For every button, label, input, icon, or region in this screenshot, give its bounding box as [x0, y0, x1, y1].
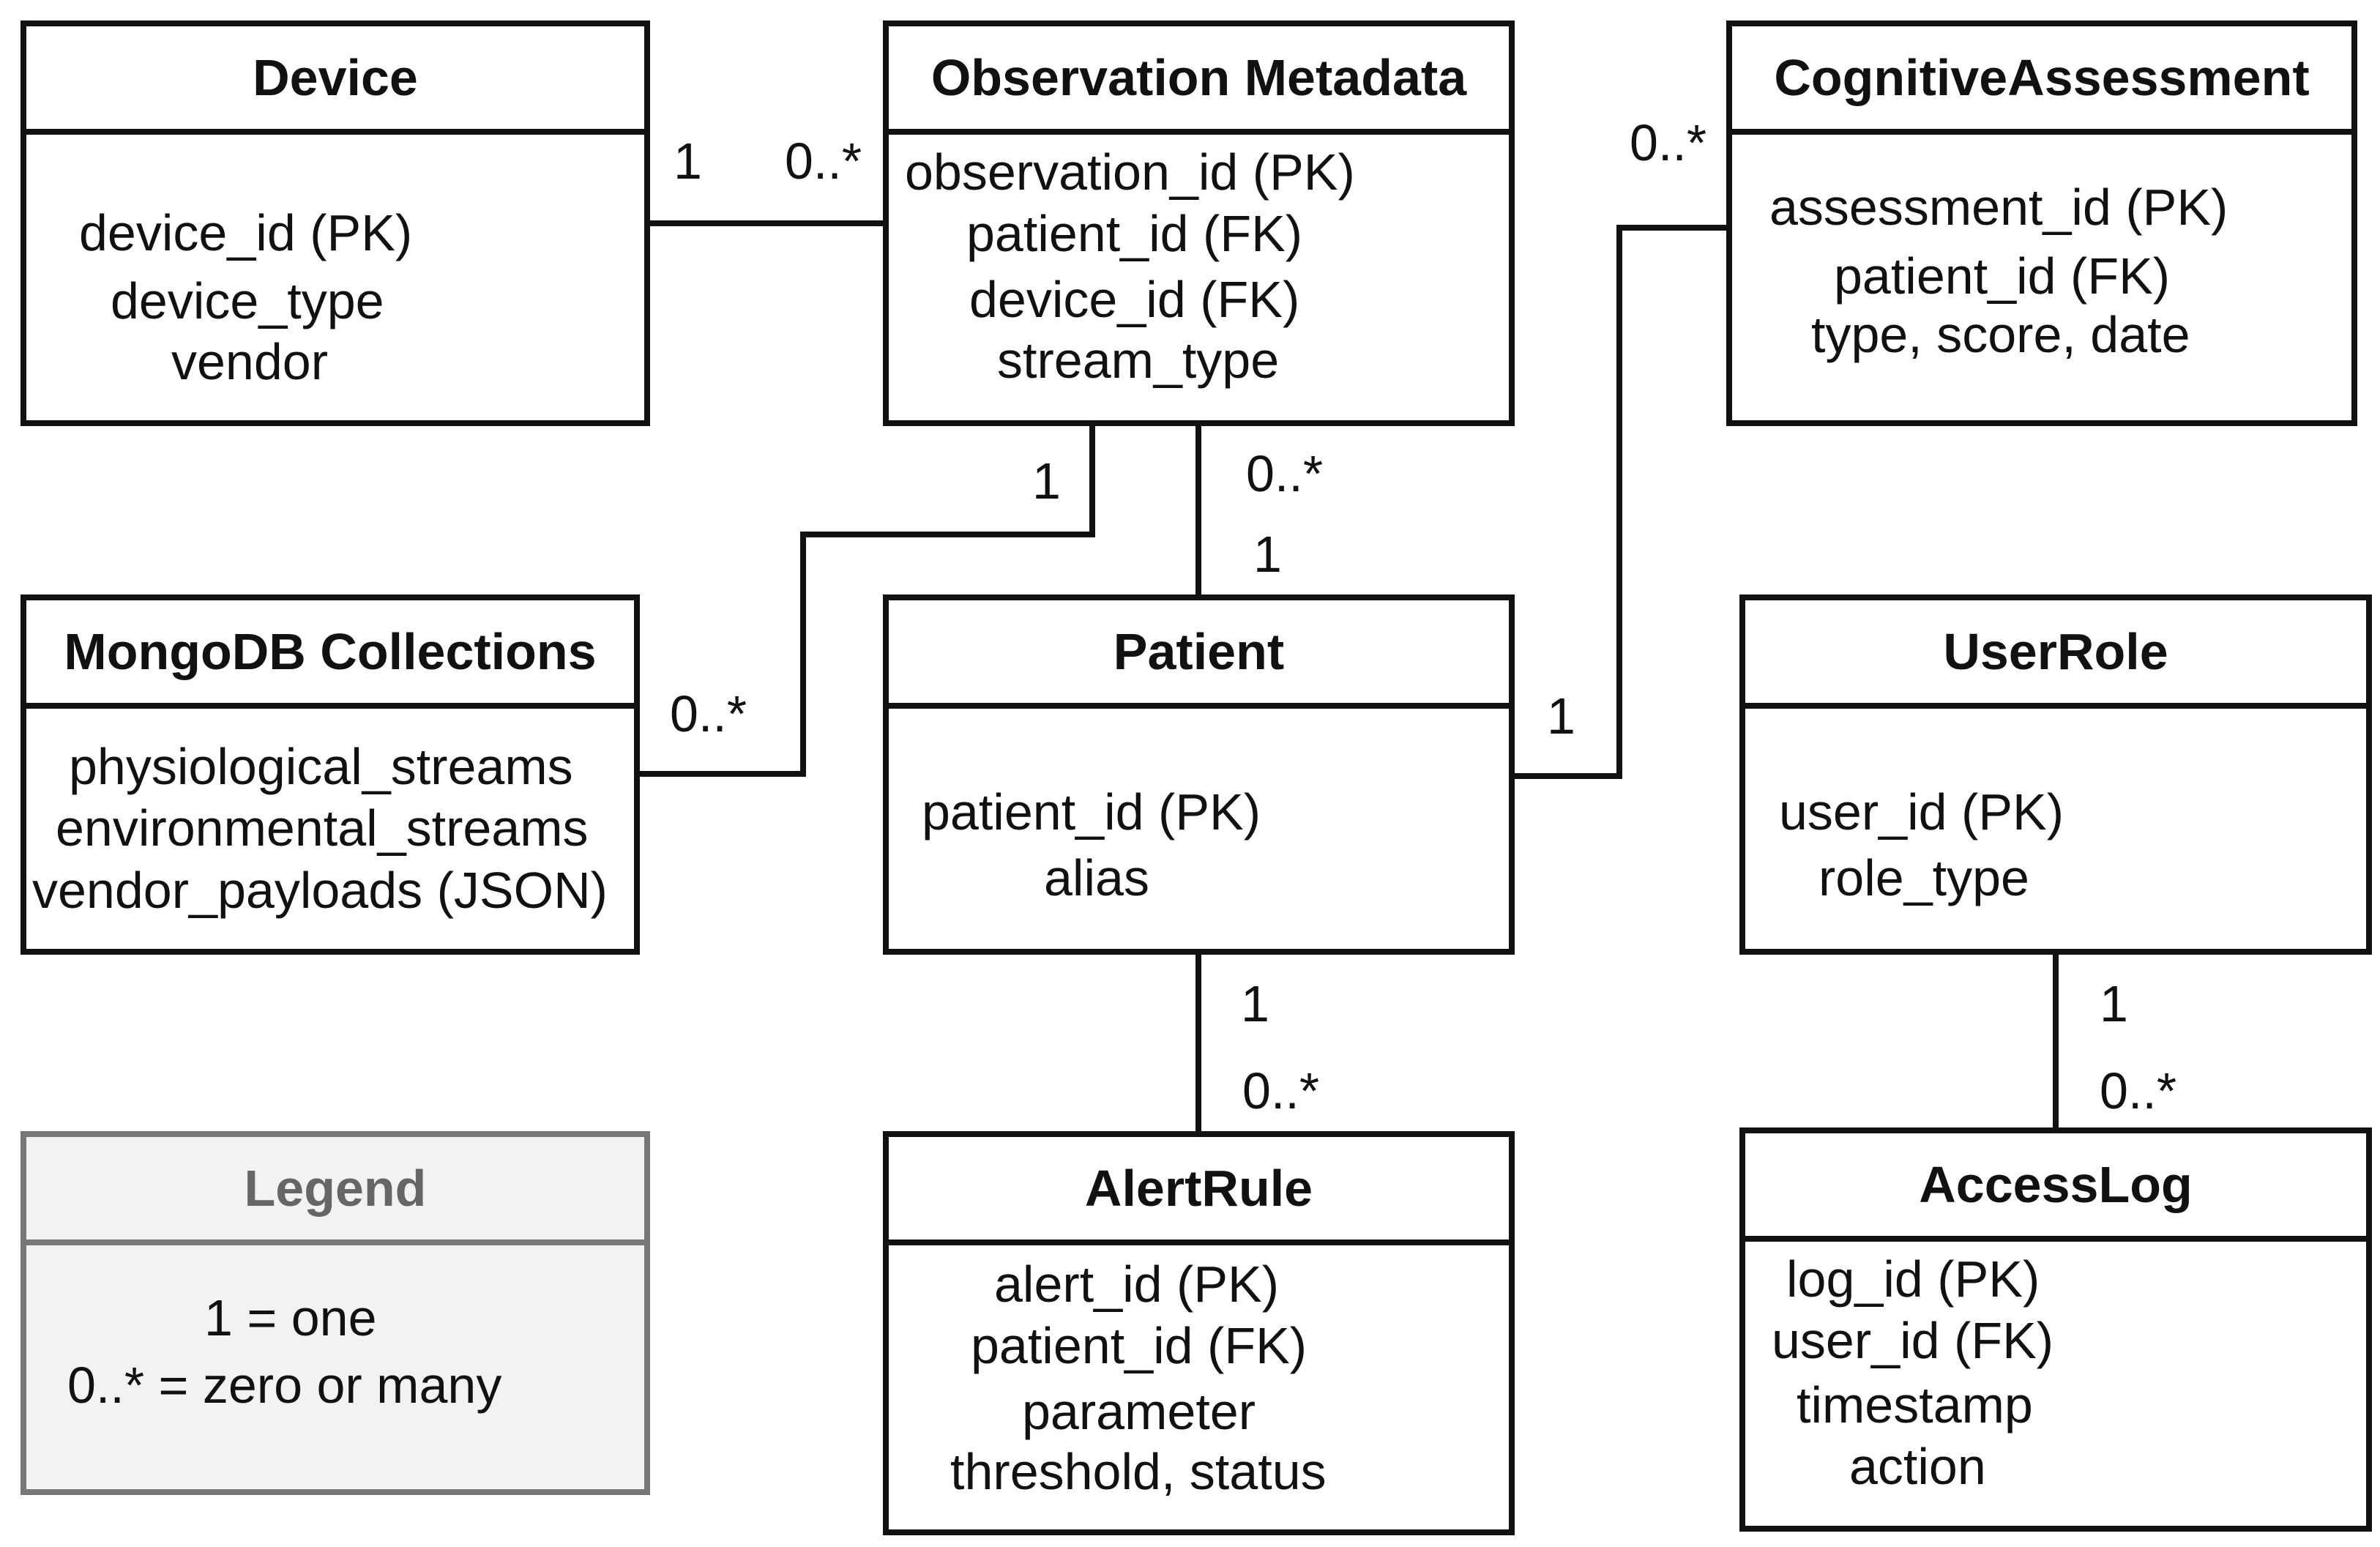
multiplicity-cognitive-side: 0..*: [1630, 114, 1707, 171]
attribute: device_id (FK): [969, 271, 1300, 328]
attribute: environmental_streams: [56, 799, 589, 857]
multiplicity-observation-side: 0..*: [1246, 445, 1324, 502]
entity-title: Device: [26, 26, 644, 135]
entity-title: Patient: [889, 600, 1509, 709]
attribute: type, score, date: [1811, 306, 2190, 363]
entity-observation-metadata[interactable]: Observation Metadata observation_id (PK)…: [883, 20, 1515, 426]
attribute: device_type: [111, 272, 384, 329]
attribute: device_id (PK): [79, 204, 413, 261]
multiplicity-observation-side: 1: [1032, 452, 1061, 510]
legend-title: Legend: [26, 1137, 644, 1245]
attribute: threshold, status: [950, 1443, 1327, 1500]
entity-title: Observation Metadata: [889, 26, 1509, 135]
entity-title: AlertRule: [889, 1137, 1509, 1245]
multiplicity-accesslog-side: 0..*: [2100, 1062, 2177, 1119]
entity-patient[interactable]: Patient patient_id (PK) alias: [883, 594, 1515, 955]
multiplicity-userrole-side: 1: [2100, 975, 2128, 1032]
link-observation-mongo: [637, 426, 1095, 777]
attribute: observation_id (PK): [905, 143, 1355, 201]
attribute: vendor: [171, 333, 329, 390]
attribute: timestamp: [1797, 1376, 2033, 1434]
multiplicity-observation-side: 0..*: [785, 133, 862, 190]
attribute: user_id (FK): [1772, 1312, 2054, 1369]
multiplicity-patient-side: 1: [1547, 687, 1575, 745]
multiplicity-patient-side: 1: [1241, 975, 1269, 1032]
attribute: alias: [1044, 849, 1149, 906]
legend-entry: 1 = one: [204, 1289, 377, 1346]
entity-title: CognitiveAssessment: [1732, 26, 2351, 135]
entity-userrole[interactable]: UserRole user_id (PK) role_type: [1739, 594, 2372, 955]
legend-box: Legend 1 = one 0..* = zero or many: [20, 1131, 650, 1495]
attribute: assessment_id (PK): [1769, 179, 2228, 236]
attribute: action: [1849, 1438, 1986, 1495]
attribute: physiological_streams: [69, 738, 573, 795]
entity-mongodb-collections[interactable]: MongoDB Collections physiological_stream…: [20, 594, 640, 955]
entity-title: AccessLog: [1745, 1133, 2366, 1242]
attribute: patient_id (FK): [966, 205, 1303, 262]
attribute: parameter: [1022, 1383, 1256, 1440]
attribute: role_type: [1818, 849, 2029, 906]
entity-accesslog[interactable]: AccessLog log_id (PK) user_id (FK) times…: [1739, 1127, 2372, 1532]
legend-entry: 0..* = zero or many: [67, 1357, 502, 1414]
entity-title: MongoDB Collections: [26, 600, 634, 709]
attribute: vendor_payloads (JSON): [32, 862, 608, 919]
multiplicity-device-side: 1: [674, 133, 702, 190]
entity-device[interactable]: Device device_id (PK) device_type vendor: [20, 20, 650, 426]
entity-title: UserRole: [1745, 600, 2366, 709]
link-patient-cognitive: [1513, 225, 1728, 779]
attribute: patient_id (FK): [971, 1317, 1307, 1374]
attribute: stream_type: [997, 332, 1280, 389]
multiplicity-patient-side: 1: [1253, 526, 1282, 583]
attribute: patient_id (FK): [1834, 247, 2171, 305]
multiplicity-alertrule-side: 0..*: [1242, 1062, 1320, 1119]
attribute: patient_id (PK): [922, 783, 1261, 840]
entity-cognitive-assessment[interactable]: CognitiveAssessment assessment_id (PK) p…: [1726, 20, 2357, 426]
attribute: user_id (PK): [1779, 783, 2064, 840]
attribute: alert_id (PK): [994, 1256, 1280, 1313]
multiplicity-mongo-side: 0..*: [670, 685, 747, 742]
entity-alertrule[interactable]: AlertRule alert_id (PK) patient_id (FK) …: [883, 1131, 1515, 1535]
attribute: log_id (PK): [1786, 1250, 2040, 1308]
